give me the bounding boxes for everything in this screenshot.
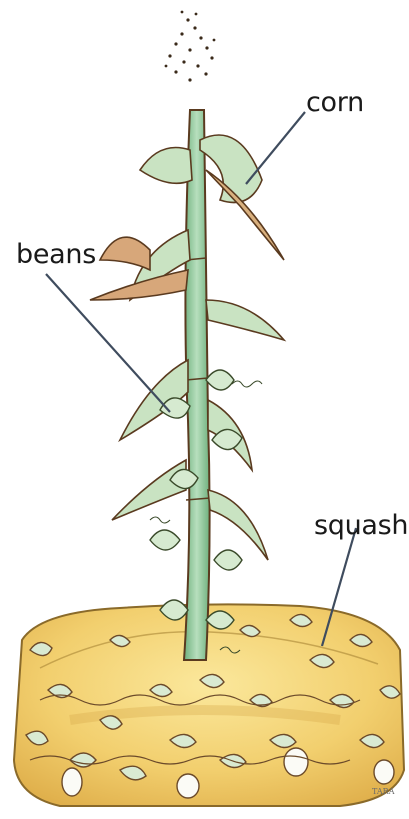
corn-label: corn (306, 87, 364, 118)
artist-signature: TARA (372, 787, 394, 796)
corn-pointer-line (246, 112, 305, 184)
beans-label: beans (16, 239, 96, 270)
corn-tassel (165, 11, 216, 82)
squash-label: squash (314, 510, 408, 541)
